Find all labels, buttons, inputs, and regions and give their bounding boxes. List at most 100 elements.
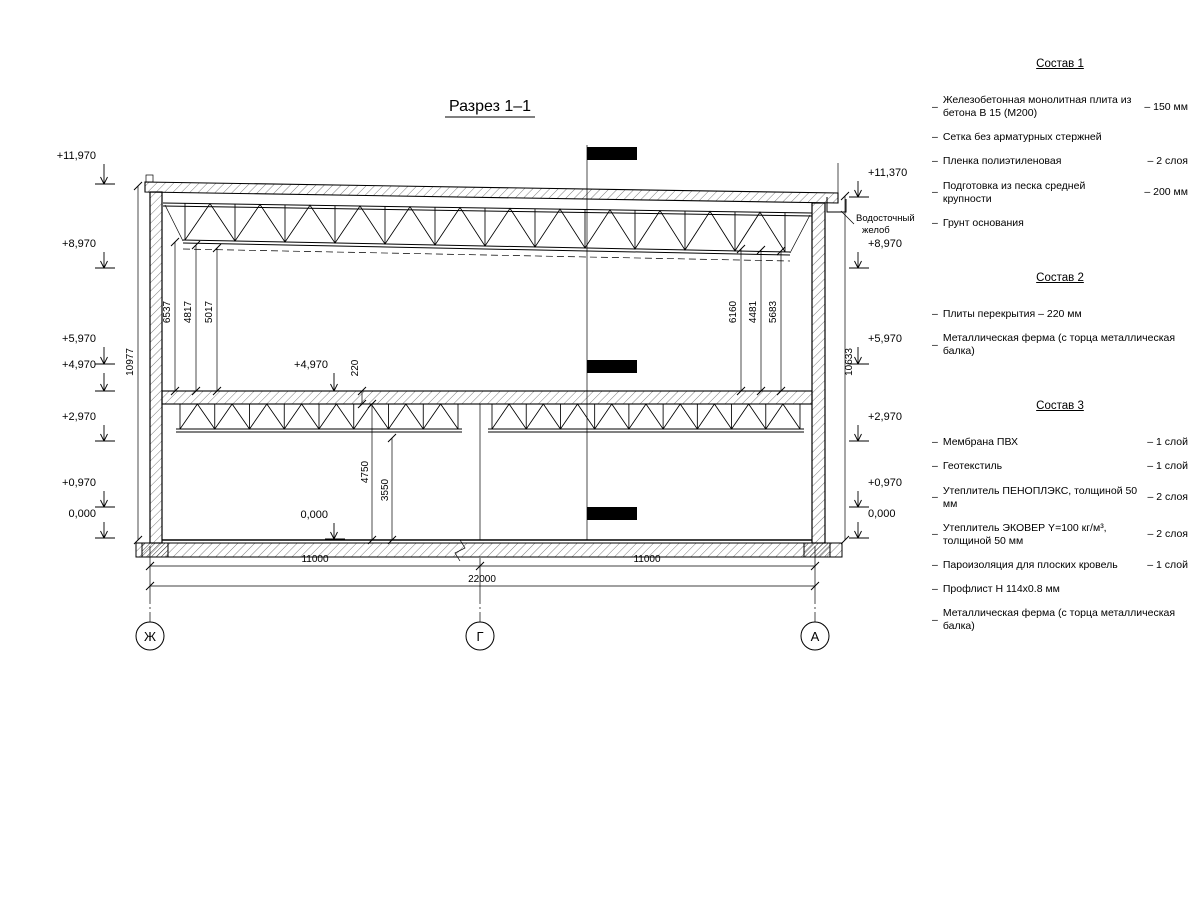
axis-bubble-g: Г (465, 592, 495, 651)
section-markers (586, 145, 637, 540)
elevation-mark-left-4: +2,970 (62, 411, 115, 442)
roof-truss-web (184, 202, 786, 253)
item-text: Профлист Н 114х0.8 мм (942, 583, 1060, 596)
elevation-mark-left-6: 0,000 (68, 508, 115, 539)
elevation-label: +5,970 (62, 333, 96, 345)
dim-left-group: 6537 4817 5017 (162, 237, 222, 396)
item-dash: – (932, 436, 938, 449)
elevation-arrow-icon (95, 347, 115, 365)
item-text: Сетка без арматурных стержней (942, 131, 1102, 144)
dim-label: 220 (350, 359, 361, 376)
item-dash: – (932, 613, 938, 626)
section-bar-middle (587, 360, 637, 373)
elevation-label: +5,970 (868, 333, 902, 345)
dim-label: 6160 (728, 300, 739, 323)
axis-bubble-a: А (800, 592, 830, 651)
dim-middle-group: 220 4750 3550 (350, 359, 397, 545)
elevation-arrow-icon (849, 425, 869, 442)
elevation-mark-left-2: +5,970 (62, 333, 115, 365)
composition-item: – Сетка без арматурных стержней (932, 131, 1188, 144)
section-bar-bottom (587, 507, 637, 520)
section-drawing: Разрез 1–1 Водосточный желоб (57, 98, 915, 651)
lower-truss-right (488, 403, 804, 433)
elevation-arrow-icon (95, 164, 115, 185)
composition-1: Состав 1 – Железобетонная монолитная пли… (932, 58, 1188, 230)
item-value: – 150 мм (1144, 100, 1188, 113)
elevation-label: +2,970 (62, 411, 96, 423)
axis-label: Г (476, 629, 483, 644)
drawing-title-text: Разрез 1–1 (449, 98, 531, 115)
composition-item: – Мембрана ПВХ – 1 слой (932, 436, 1188, 449)
roof-slab (144, 163, 839, 204)
elevation-label: 0,000 (868, 508, 896, 520)
gutter-label-line1: Водосточный (856, 213, 915, 224)
composition-2-title: Состав 2 (1036, 271, 1084, 284)
dim-bottom-group: 11000 11000 22000 (145, 546, 820, 592)
section-bar-top (587, 147, 637, 160)
composition-item: – Утеплитель ЭКОВЕР Y=100 кг/м³, толщино… (932, 522, 1188, 548)
item-dash: – (932, 528, 938, 541)
item-dash: – (932, 338, 938, 351)
composition-1-title: Состав 1 (1036, 58, 1084, 70)
elevation-mark-left-3: +4,970 (62, 359, 115, 392)
elevation-arrow-icon (95, 373, 115, 392)
item-value: – 2 слоя (1147, 491, 1188, 504)
composition-item: – Утеплитель ПЕНОПЛЭКС, толщиной 50 мм –… (932, 485, 1188, 511)
elevation-mark-right-0: +11,370 (849, 167, 907, 198)
composition-item: – Подготовка из песка средней крупности … (932, 180, 1188, 206)
item-value: – 2 слоя (1147, 528, 1188, 541)
item-text: Подготовка из песка средней крупности (942, 179, 1086, 205)
dim-label: 11000 (301, 554, 329, 565)
lower-truss-left-web (179, 403, 459, 430)
elevation-arrow-icon (849, 522, 869, 539)
item-text: Металлическая ферма (с торца металлическ… (942, 607, 1176, 633)
composition-panel: Состав 1 – Железобетонная монолитная пли… (932, 58, 1188, 676)
elevation-arrow-icon (849, 181, 869, 198)
item-text: Утеплитель ЭКОВЕР Y=100 кг/м³, толщиной … (942, 521, 1107, 547)
composition-3-title: Состав 3 (1036, 400, 1084, 413)
composition-item: – Профлист Н 114х0.8 мм (932, 583, 1188, 596)
dim-label: 6537 (162, 300, 173, 323)
elevation-label: +11,370 (868, 167, 907, 179)
elevation-arrow-icon (849, 347, 869, 365)
foundation (135, 539, 843, 562)
elevation-label: +4,970 (294, 359, 328, 371)
item-value: – 1 слой (1147, 436, 1188, 449)
item-value: – 200 мм (1144, 186, 1188, 199)
item-dash: – (932, 307, 938, 320)
composition-item: – Пленка полиэтиленовая – 2 слоя (932, 155, 1188, 168)
item-dash: – (932, 155, 938, 168)
elevation-mark-right-3: +2,970 (849, 411, 902, 442)
elevation-arrow-icon (849, 491, 869, 508)
item-text: Пленка полиэтиленовая (942, 155, 1062, 168)
roof-truss (162, 202, 813, 262)
elevation-arrow-icon (95, 425, 115, 442)
elevation-label: +0,970 (868, 477, 902, 489)
axis-label: Ж (144, 629, 156, 644)
elevation-label: +0,970 (62, 477, 96, 489)
elevation-mark-left-1: +8,970 (62, 238, 115, 269)
dim-label: 5017 (204, 300, 215, 323)
composition-item: – Металлическая ферма (с торца металличе… (932, 607, 1188, 633)
dim-label: 10977 (125, 348, 136, 376)
dim-label: 5683 (768, 300, 779, 323)
composition-item: – Железобетонная монолитная плита из бет… (932, 94, 1188, 120)
item-value: – 1 слой (1147, 460, 1188, 473)
elevation-mark-mid-bottom: 0,000 (300, 509, 345, 540)
item-text: Железобетонная монолитная плита из бетон… (942, 94, 1132, 120)
elevation-label: 0,000 (68, 508, 96, 520)
dim-label: 4750 (360, 460, 371, 483)
floor-slab (161, 390, 813, 405)
dim-label: 10633 (844, 348, 855, 376)
right-wall (811, 202, 826, 544)
dim-outer-right: 10633 (840, 191, 855, 545)
elevation-mark-mid-top: +4,970 (294, 359, 345, 392)
elevation-label: +8,970 (868, 238, 902, 250)
elevation-arrow-icon (95, 491, 115, 508)
item-dash: – (932, 131, 938, 144)
axis-label: А (811, 629, 820, 644)
left-wall (149, 191, 163, 544)
dim-right-group: 6160 4481 5683 (728, 244, 786, 396)
composition-item: – Грунт основания (932, 217, 1188, 230)
